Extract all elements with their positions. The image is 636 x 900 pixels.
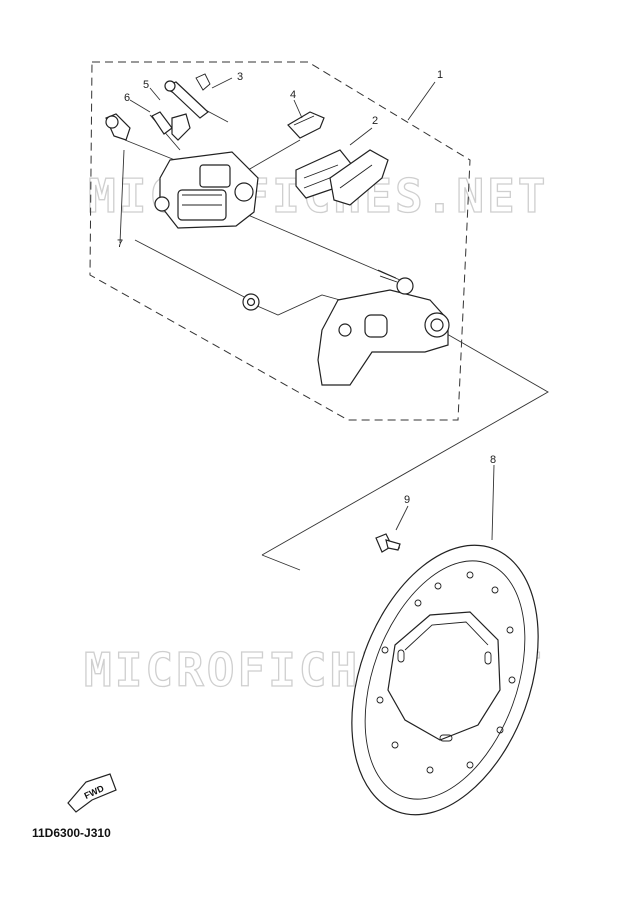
caliper-bracket: [317, 269, 450, 386]
assembly-boundary: [89, 61, 471, 421]
diagram-code: 11D6300-J310: [32, 826, 111, 840]
callout-3: 3: [237, 71, 243, 83]
callout-leaders: [119, 77, 495, 541]
callout-2: 2: [372, 115, 378, 127]
pad-spring: [287, 111, 325, 139]
fwd-arrow: FWD: [67, 773, 117, 813]
callout-4: 4: [290, 89, 296, 101]
callout-7: 7: [117, 238, 123, 250]
disc-bolt: [375, 533, 401, 553]
callout-6: 6: [124, 92, 130, 104]
caliper-bolt: [105, 113, 131, 141]
brake-disc: [351, 544, 539, 816]
callout-5: 5: [143, 79, 149, 91]
caliper-body: [154, 151, 259, 229]
callout-1: 1: [437, 69, 443, 81]
callout-8: 8: [490, 454, 496, 466]
pad-pin: [164, 73, 211, 119]
callout-9: 9: [404, 494, 410, 506]
bleed-screw: [151, 111, 191, 141]
bracket-bolt: [242, 293, 260, 311]
brake-pads: [295, 149, 389, 206]
